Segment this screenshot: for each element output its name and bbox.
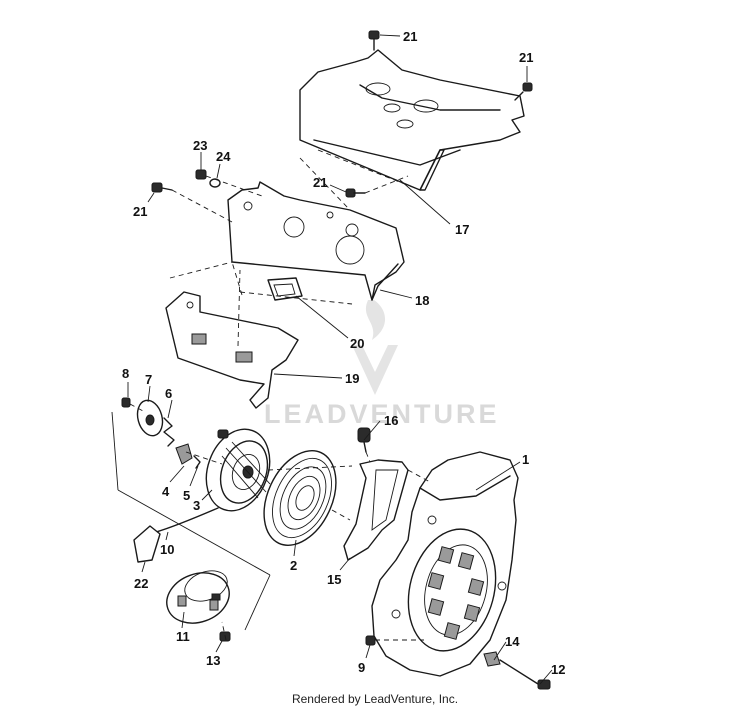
callout-13: 13 [206, 653, 220, 668]
part-7-retainer[interactable] [134, 398, 166, 439]
callout-17: 17 [455, 222, 469, 237]
callout-21-left: 21 [133, 204, 147, 219]
part-3-pulley[interactable] [195, 420, 280, 519]
part-1-blower-housing[interactable] [371, 451, 519, 677]
part-15-bracket[interactable] [343, 459, 409, 561]
callout-11: 11 [176, 629, 190, 644]
bolt-21-top[interactable] [368, 30, 380, 51]
callout-7: 7 [145, 372, 152, 387]
part-5-spring[interactable] [193, 455, 201, 469]
leadventure-watermark: LEADVENTURE [264, 300, 500, 429]
part-11-starter-cup[interactable] [160, 565, 237, 632]
callout-4: 4 [162, 484, 170, 499]
leader-lines [127, 34, 553, 685]
callout-3: 3 [193, 498, 200, 513]
callout-5: 5 [183, 488, 190, 503]
callout-15: 15 [327, 572, 341, 587]
callout-12: 12 [551, 662, 565, 677]
callout-9: 9 [358, 660, 365, 675]
nut-23[interactable] [195, 169, 207, 180]
bolt-12[interactable] [499, 659, 551, 690]
callout-8: 8 [122, 366, 129, 381]
callout-labels: 21 21 21 21 23 24 17 18 20 19 8 7 6 4 5 … [122, 29, 565, 677]
callout-24: 24 [216, 149, 231, 164]
part-4-pawl[interactable] [175, 443, 193, 465]
part-14-clip[interactable] [483, 651, 501, 667]
callout-6: 6 [165, 386, 172, 401]
part-17-top-shroud[interactable] [299, 49, 525, 191]
bolt-16[interactable] [357, 427, 371, 453]
bolt-21-left[interactable] [151, 182, 173, 193]
callout-2: 2 [290, 558, 297, 573]
callout-18: 18 [415, 293, 429, 308]
callout-14: 14 [505, 634, 520, 649]
callout-10: 10 [160, 542, 174, 557]
callout-21-mid: 21 [313, 175, 327, 190]
callout-21-right: 21 [519, 50, 533, 65]
part-6-friction-spring[interactable] [163, 417, 175, 447]
alignment-lines-upper [169, 149, 421, 347]
bolt-21-right[interactable] [514, 82, 533, 101]
callout-20: 20 [350, 336, 364, 351]
part-2-rewind-spring[interactable] [250, 439, 350, 557]
nut-9[interactable] [365, 635, 424, 646]
footer-credit: Rendered by LeadVenture, Inc. [291, 692, 459, 706]
callout-19: 19 [345, 371, 359, 386]
part-19-lower-bracket[interactable] [165, 291, 299, 409]
part-22-handle[interactable] [133, 525, 161, 563]
part-10-starter-rope[interactable] [155, 507, 219, 533]
nut-8[interactable] [121, 397, 131, 408]
bolt-21-mid[interactable] [345, 188, 366, 198]
callout-16: 16 [384, 413, 398, 428]
callout-21-top: 21 [403, 29, 417, 44]
part-18-baffle[interactable] [227, 181, 405, 301]
callout-23: 23 [193, 138, 207, 153]
part-20-gasket[interactable] [267, 277, 303, 301]
callout-22: 22 [134, 576, 148, 591]
callout-1: 1 [522, 452, 529, 467]
housing-grille [427, 546, 485, 640]
alignment-lines-lower [129, 403, 431, 641]
starter-group-outline [111, 411, 271, 631]
watermark-text: LEADVENTURE [264, 399, 500, 429]
